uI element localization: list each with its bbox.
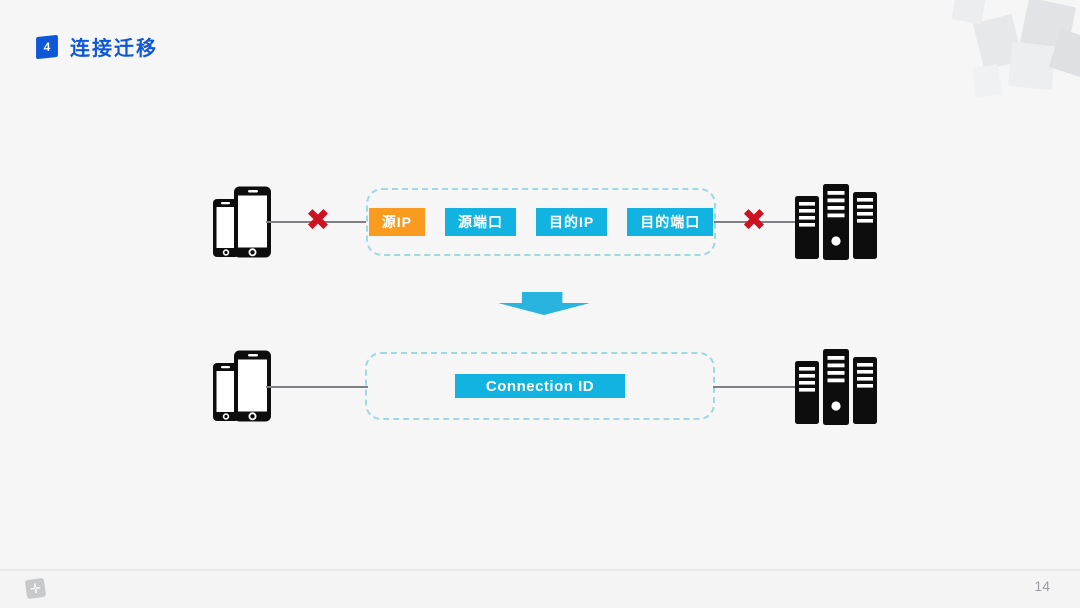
four-tuple-box: 源IP 源端口 目的IP 目的端口: [366, 188, 716, 256]
tuple-chip-dest-ip: 目的IP: [536, 208, 608, 236]
connection-line: [713, 386, 798, 388]
connection-id-chip: Connection ID: [455, 374, 625, 398]
page-number: 14: [1034, 578, 1050, 594]
server-icon: [795, 349, 881, 425]
section-number-badge: 4: [36, 34, 58, 59]
connection-line: [266, 221, 366, 223]
deco-square-icon: [951, 0, 987, 25]
four-tuple-row: 源IP 源端口 目的IP 目的端口: [368, 208, 714, 236]
footer-area: [0, 571, 1080, 608]
slide-header: 4 连接迁移: [36, 32, 158, 61]
tuple-chip-dest-port: 目的端口: [627, 208, 714, 236]
logo-icon: ✛: [24, 577, 47, 600]
connection-line: [266, 386, 368, 388]
page-title: 连接迁移: [70, 38, 158, 60]
down-arrow-icon: [498, 292, 590, 315]
broken-connection-icon: ✖: [305, 203, 331, 237]
tuple-chip-source-ip: 源IP: [368, 208, 425, 236]
smartphone-icon: [212, 350, 272, 422]
deco-square-icon: [972, 64, 1002, 98]
footer-divider: [0, 569, 1080, 571]
tuple-chip-source-port: 源端口: [445, 208, 516, 236]
connection-id-box: Connection ID: [365, 352, 715, 420]
corner-decoration: [900, 0, 1080, 130]
smartphone-icon: [212, 186, 272, 258]
connection-line: [714, 221, 798, 223]
server-icon: [795, 184, 881, 260]
broken-connection-icon: ✖: [741, 203, 767, 237]
